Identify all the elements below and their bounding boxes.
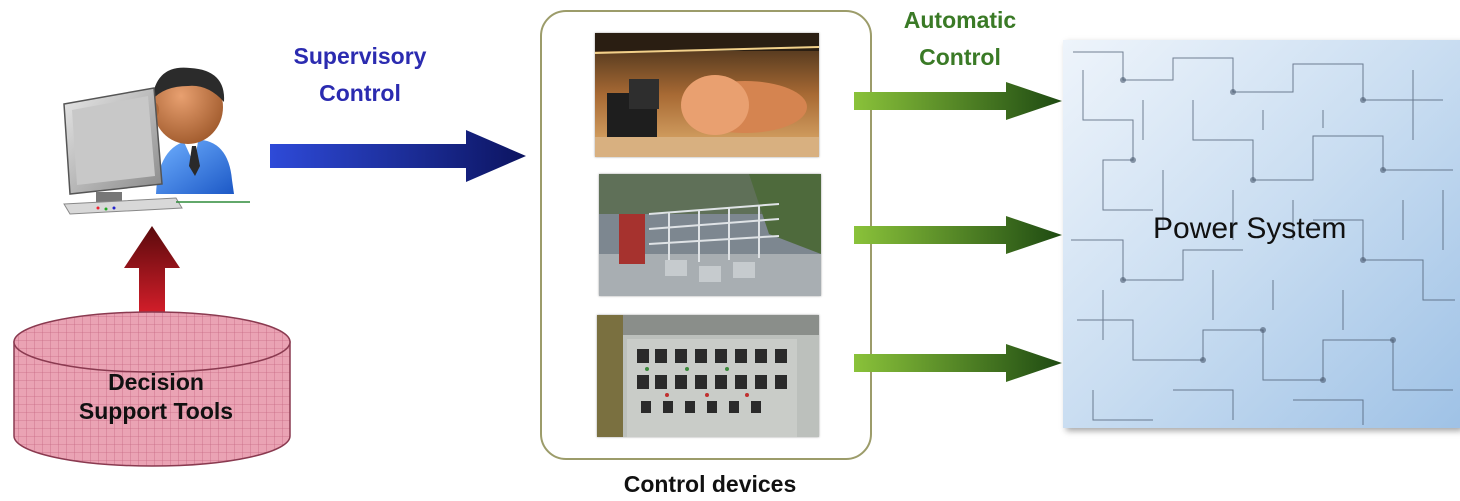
- decision-to-operator-arrow: [124, 226, 180, 314]
- automatic-arrow-middle: [854, 216, 1062, 254]
- database-cylinder-icon: [13, 311, 291, 467]
- operator-at-computer-icon: [63, 67, 250, 215]
- power-system-label: Power System: [1153, 212, 1347, 245]
- automatic-control-arrows: [854, 82, 1062, 382]
- automatic-arrow-bottom: [854, 344, 1062, 382]
- automatic-arrow-top: [854, 82, 1062, 120]
- supervisory-control-label: Supervisory Control: [293, 43, 427, 106]
- decision-support-tools-label: Decision Support Tools: [78, 369, 234, 424]
- substation-photo: [599, 174, 821, 296]
- power-system-panel: Power System: [1063, 40, 1460, 428]
- supervisory-control-arrow: [270, 130, 526, 182]
- automatic-control-label: Automatic Control: [903, 7, 1017, 70]
- control-devices-label: Control devices: [623, 471, 797, 497]
- control-panel-photo: [597, 315, 819, 437]
- generator-hall-photo: [595, 33, 819, 157]
